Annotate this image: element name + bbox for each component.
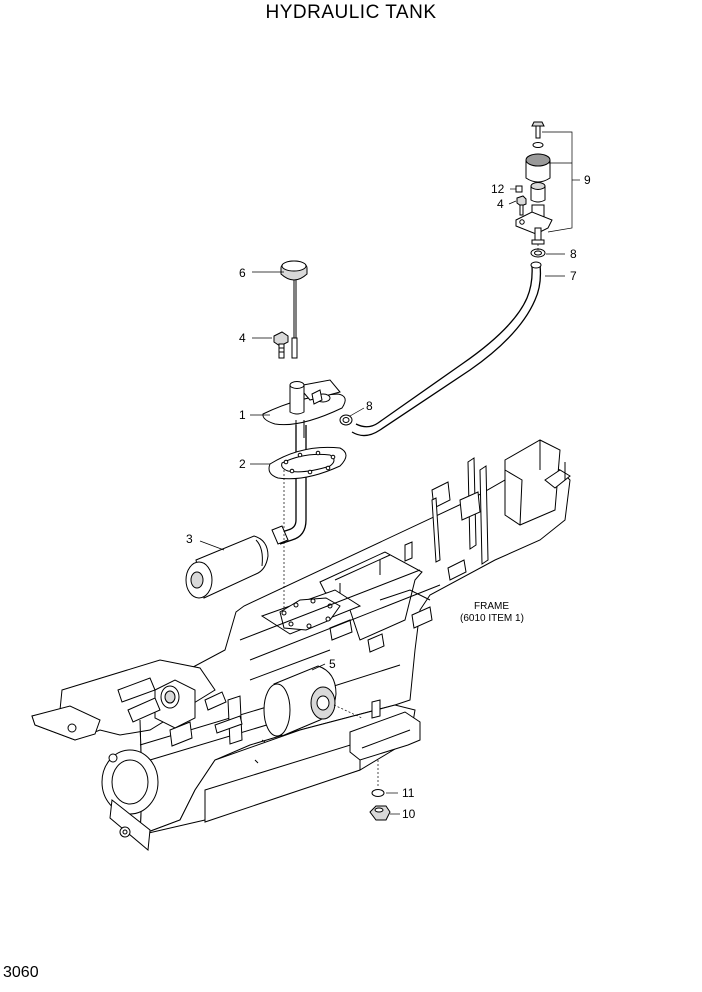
- frame-label-line2: (6010 ITEM 1): [460, 613, 524, 624]
- callout-5: 5: [329, 657, 336, 671]
- part-8-clamp-upper: [530, 248, 546, 258]
- frame-lower-band: [204, 741, 361, 823]
- frame-lower-bracket: [349, 711, 421, 761]
- page-title: HYDRAULIC TANK: [265, 2, 437, 23]
- part-12-spacer: [515, 185, 523, 193]
- frame-label: FRAME (6010 ITEM 1): [460, 601, 524, 624]
- page-number: 3060: [3, 964, 39, 981]
- callout-8-lower: 8: [366, 399, 373, 413]
- callout-4-right: 4: [497, 197, 504, 211]
- callout-numbers: 6 4 1 2 3 5 8 8 7 9 12 4 11 10: [186, 173, 591, 821]
- suction-pipe: [271, 425, 307, 545]
- part-2-gasket: [268, 446, 347, 480]
- leader-lines: [199, 131, 580, 815]
- part-10-drain-plug: [369, 805, 391, 821]
- assembly-line-filter: [333, 704, 363, 719]
- part-11-o-ring: [371, 789, 385, 797]
- part-5-return-filter: [263, 665, 337, 737]
- callout-9: 9: [584, 173, 591, 187]
- callout-8-upper: 8: [570, 247, 577, 261]
- frame-bracket-b: [479, 465, 489, 565]
- frame-arm-end: [31, 705, 101, 741]
- callout-11: 11: [402, 786, 415, 800]
- part-6-dipstick: [280, 260, 308, 359]
- arm-hole: [67, 723, 77, 733]
- frame: [31, 439, 571, 851]
- part-4-bolt-upper-right: [516, 195, 527, 216]
- callout-3: 3: [186, 532, 193, 546]
- part-7-breather-hose: [351, 261, 542, 437]
- part-4-bolt-upper: [273, 331, 289, 359]
- part-3-suction-filter: [185, 535, 269, 599]
- callout-4-left: 4: [239, 331, 246, 345]
- callout-1: 1: [239, 408, 246, 422]
- frame-rear-boss: [101, 749, 159, 851]
- part-9-breather-assembly: [515, 121, 553, 245]
- callout-6: 6: [239, 266, 246, 280]
- frame-hinge: [117, 677, 196, 729]
- part-8-clamp-lower: [339, 414, 353, 426]
- callout-10: 10: [402, 807, 416, 821]
- part-1-tank-flange: [262, 379, 346, 438]
- plate-bolt-ring: [279, 597, 341, 631]
- callout-7: 7: [570, 269, 577, 283]
- frame-label-line1: FRAME: [474, 601, 509, 612]
- callout-12: 12: [491, 182, 505, 196]
- callout-2: 2: [239, 457, 246, 471]
